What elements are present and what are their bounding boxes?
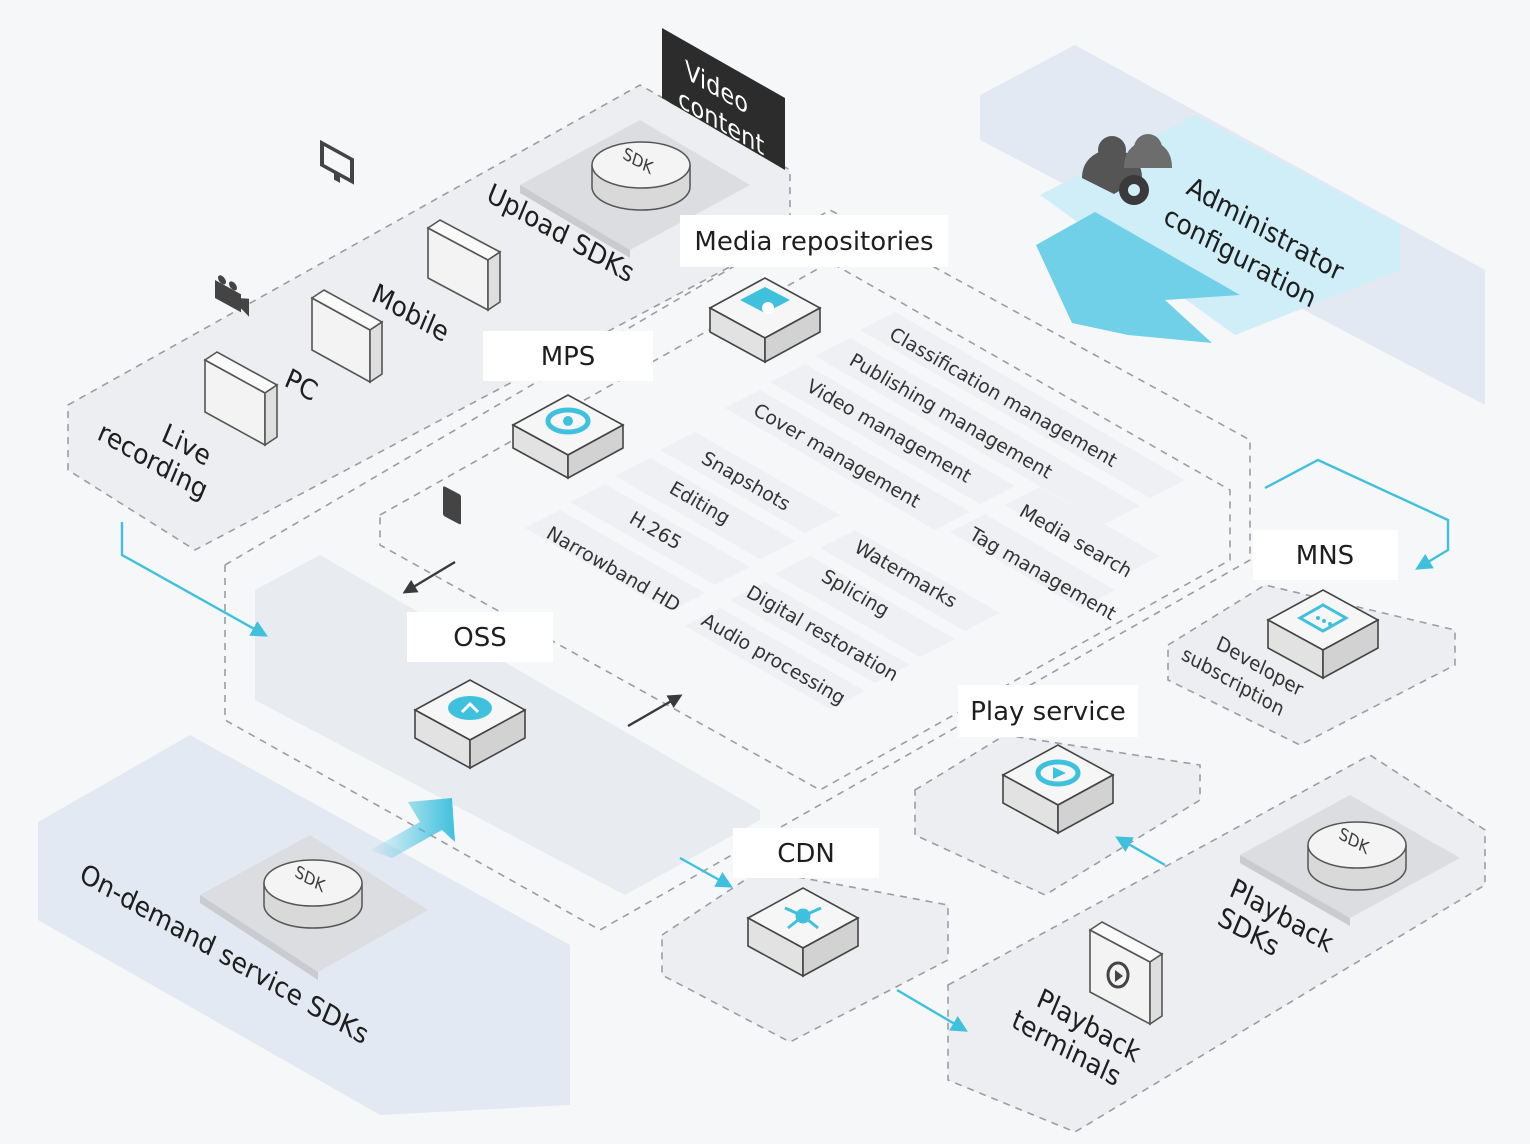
upload-to-oss-arrow: [120, 522, 268, 637]
mps-box: MPS: [483, 331, 653, 381]
oss-box: OSS: [407, 612, 553, 662]
playback-terminal-icon: [1106, 961, 1130, 989]
core-zone: [224, 209, 1251, 931]
play-service-icon: [1035, 759, 1081, 787]
oss-to-mps-arrow: [627, 694, 683, 728]
camera-device: [203, 275, 279, 447]
ondemand-arrow: [370, 798, 455, 858]
mps-icon: [545, 407, 591, 435]
svg-text:CDN: CDN: [777, 839, 835, 869]
media-repository-icon: [740, 287, 790, 314]
media-repositories-box: Media repositories: [680, 215, 948, 267]
oss-cube: [413, 679, 527, 770]
terminal-to-play-arrow: [1115, 836, 1166, 867]
ondemand-sdk-disk-icon: SDK: [263, 859, 363, 929]
cdn-to-terminal-arrow: [896, 988, 968, 1032]
oss-icon: [448, 696, 492, 720]
inner-zone: [379, 261, 1231, 791]
mns-loop-arrow: [1264, 458, 1450, 570]
mps-cube: [511, 394, 625, 480]
video-camera-icon: [215, 275, 249, 317]
media-repository-cube: [708, 277, 822, 364]
cdn-box: CDN: [733, 828, 879, 878]
sdk-disk-icon: SDK: [591, 141, 691, 211]
ondemand-sdk-slab: SDK: [200, 835, 428, 980]
video-content-tag: [662, 28, 785, 170]
play-service-box: Play service: [958, 685, 1138, 737]
playback-sdk-slab: SDK: [1240, 795, 1460, 926]
cdn-cube: [746, 887, 860, 978]
mobile-device-icon: [443, 486, 461, 525]
svg-text:MPS: MPS: [541, 342, 596, 372]
oss-to-cdn-arrow: [679, 856, 733, 888]
playback-sdk-disk-icon: SDK: [1307, 821, 1407, 891]
pc-monitor-icon: [320, 139, 354, 185]
svg-text:MNS: MNS: [1296, 541, 1354, 571]
playback-terminal: [1088, 921, 1164, 1026]
svg-text:Play service: Play service: [970, 697, 1126, 727]
svg-text:OSS: OSS: [453, 623, 506, 653]
mns-icon: [1296, 603, 1350, 633]
pc-device: [310, 139, 384, 384]
upload-sdk-slab: SDK: [520, 120, 750, 258]
mns-cube: [1266, 589, 1380, 680]
play-service-cube: [1001, 744, 1115, 835]
admin-down-arrow: [1036, 212, 1240, 343]
mobile-device: [426, 219, 502, 525]
admin-gear-icon: [1082, 134, 1172, 205]
mns-box: MNS: [1253, 530, 1398, 580]
cdn-icon: [784, 906, 822, 930]
svg-text:Media repositories: Media repositories: [694, 227, 933, 257]
mps-to-oss-arrow: [402, 560, 456, 594]
